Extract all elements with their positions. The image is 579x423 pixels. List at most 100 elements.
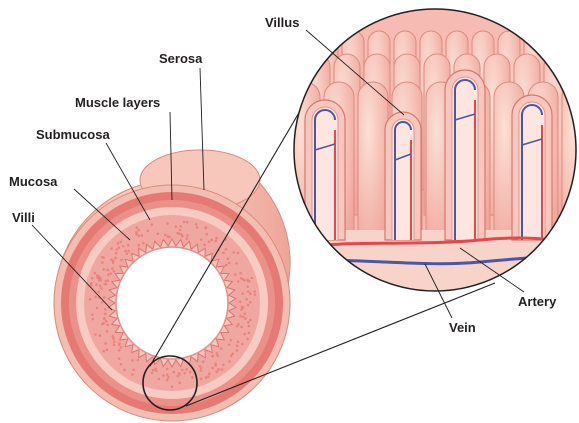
villi-texture-dot	[105, 320, 108, 323]
villi-texture-dot	[124, 250, 127, 253]
villi-texture-dot	[176, 375, 179, 378]
villi-texture-dot	[94, 333, 97, 336]
villi-texture-dot	[173, 371, 176, 374]
villi-texture-dot	[208, 240, 211, 243]
villi-texture-dot	[92, 318, 95, 321]
villi-texture-dot	[214, 362, 217, 365]
villi-texture-dot	[236, 325, 239, 328]
villi-texture-dot	[138, 235, 141, 238]
villi-texture-dot	[141, 234, 144, 237]
villi-texture-dot	[236, 345, 239, 348]
villi-texture-dot	[239, 301, 242, 304]
villi-texture-dot	[200, 369, 203, 372]
villi-texture-dot	[222, 252, 225, 255]
villi-texture-dot	[251, 277, 254, 280]
villi-texture-dot	[239, 272, 242, 275]
villi-texture-dot	[240, 308, 243, 311]
villi-texture-dot	[221, 368, 224, 371]
villi-texture-dot	[98, 276, 101, 279]
villi-texture-dot	[211, 239, 214, 242]
villi-texture-dot	[246, 285, 249, 288]
villi-texture-dot	[249, 301, 252, 304]
villi-texture-dot	[122, 245, 125, 248]
villi-texture-dot	[127, 244, 130, 247]
villi-texture-dot	[126, 252, 129, 255]
villi-texture-dot	[244, 317, 247, 320]
villi-texture-dot	[189, 371, 192, 374]
villi-texture-dot	[222, 364, 225, 367]
villi-texture-dot	[113, 343, 116, 346]
villi-texture-dot	[241, 292, 244, 295]
back-villus	[358, 82, 388, 245]
villi-texture-dot	[168, 236, 171, 239]
villi-texture-dot	[103, 317, 106, 320]
villi-texture-dot	[181, 369, 184, 372]
villi-texture-dot	[186, 237, 189, 240]
villi-texture-dot	[231, 352, 234, 355]
villi-texture-dot	[99, 285, 102, 288]
villi-texture-dot	[244, 313, 247, 316]
villi-texture-dot	[220, 347, 223, 350]
villi-texture-dot	[228, 344, 231, 347]
villi-texture-dot	[117, 242, 120, 245]
villi-texture-dot	[118, 349, 121, 352]
villi-texture-dot	[118, 357, 121, 360]
villi-texture-dot	[216, 352, 219, 355]
villi-texture-dot	[113, 340, 116, 343]
villi-texture-dot	[103, 296, 106, 299]
villi-texture-dot	[114, 257, 117, 260]
villi-texture-dot	[228, 262, 231, 265]
back-villus	[562, 82, 579, 245]
villi-texture-dot	[112, 335, 115, 338]
villi-texture-dot	[101, 301, 104, 304]
villi-texture-dot	[186, 221, 189, 224]
villi-texture-dot	[142, 242, 145, 245]
villi-texture-dot	[106, 349, 109, 352]
villi-texture-dot	[123, 369, 126, 372]
villi-texture-dot	[228, 360, 231, 363]
villi-texture-dot	[119, 346, 122, 349]
villi-texture-dot	[147, 230, 150, 233]
villi-texture-dot	[200, 378, 203, 381]
villi-texture-dot	[247, 321, 250, 324]
label-villus: Villus	[265, 15, 299, 30]
villi-texture-dot	[111, 267, 114, 270]
villi-texture-dot	[104, 313, 107, 316]
villi-texture-dot	[215, 371, 218, 374]
villi-texture-dot	[211, 367, 214, 370]
villi-texture-dot	[166, 379, 169, 382]
label-villi: Villi	[12, 210, 35, 225]
villi-texture-dot	[151, 223, 154, 226]
villi-texture-dot	[118, 344, 121, 347]
villi-texture-dot	[230, 355, 233, 358]
villi-texture-dot	[227, 257, 230, 260]
villi-texture-dot	[245, 298, 248, 301]
villi-texture-dot	[138, 244, 141, 247]
villi-texture-dot	[204, 227, 207, 230]
villi-texture-dot	[100, 287, 103, 290]
villi-texture-dot	[100, 279, 103, 282]
villi-texture-dot	[103, 268, 106, 271]
villi-texture-dot	[89, 298, 92, 301]
villi-texture-dot	[164, 234, 167, 237]
villi-texture-dot	[112, 259, 115, 262]
villi-texture-dot	[243, 333, 246, 336]
villi-texture-dot	[241, 343, 244, 346]
label-artery: Artery	[518, 294, 556, 309]
villi-texture-dot	[178, 232, 181, 235]
label-vein: Vein	[449, 320, 476, 335]
villi-texture-dot	[118, 246, 121, 249]
villi-texture-dot	[152, 369, 155, 372]
villi-texture-dot	[179, 229, 182, 232]
villi-texture-dot	[110, 247, 113, 250]
label-mucosa: Mucosa	[9, 174, 57, 189]
villi-texture-dot	[235, 262, 238, 265]
villi-texture-dot	[106, 330, 109, 333]
villi-texture-dot	[90, 284, 93, 287]
villi-texture-dot	[101, 261, 104, 264]
villi-texture-dot	[167, 376, 170, 379]
villi-texture-dot	[207, 375, 210, 378]
label-submucosa: Submucosa	[36, 127, 110, 142]
villi-texture-dot	[136, 359, 139, 362]
